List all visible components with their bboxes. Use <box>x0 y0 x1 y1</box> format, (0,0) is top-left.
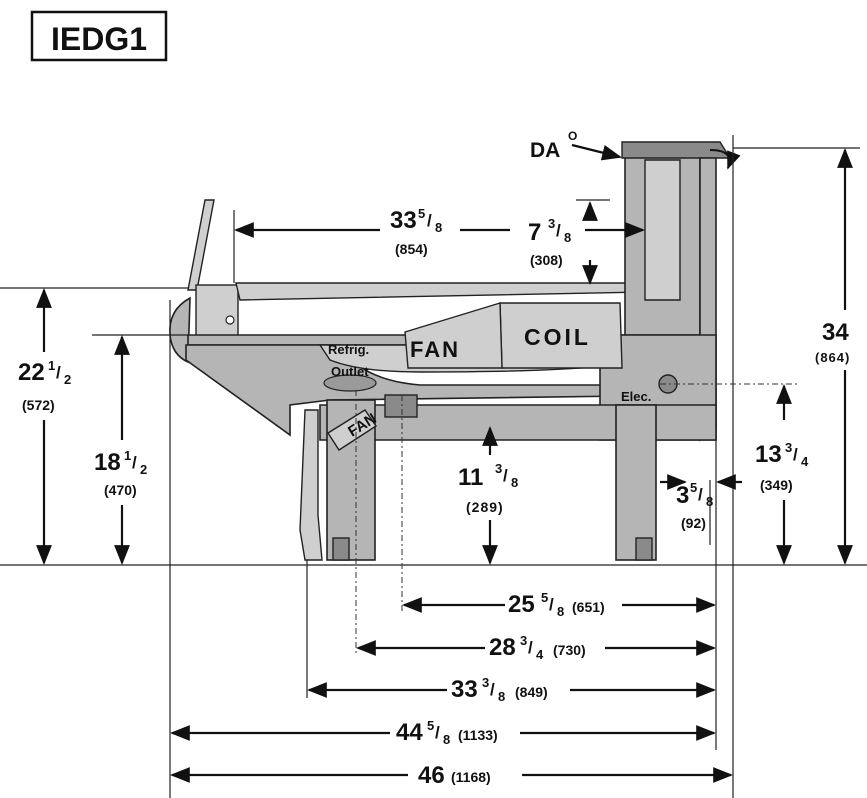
svg-text:(289): (289) <box>466 499 504 515</box>
svg-text:3: 3 <box>548 216 555 231</box>
svg-text:5: 5 <box>690 480 697 495</box>
svg-text:18: 18 <box>94 449 121 476</box>
svg-text:/: / <box>698 485 703 504</box>
model-name: IEDG1 <box>51 21 147 57</box>
svg-text:5: 5 <box>418 206 425 221</box>
fan-label: FAN <box>410 337 460 362</box>
svg-text:3: 3 <box>676 482 689 509</box>
svg-text:(1168): (1168) <box>451 769 491 785</box>
dim-18-1-2: 18 1 / 2 (470) <box>94 448 147 498</box>
svg-text:13: 13 <box>755 441 782 468</box>
model-title: IEDG1 <box>30 10 168 62</box>
dim-25-5-8: 25 5 / 8 (651) <box>508 590 605 619</box>
coil-label: COIL <box>524 324 591 350</box>
svg-text:(864): (864) <box>815 350 850 365</box>
svg-text:(849): (849) <box>515 684 548 700</box>
svg-text:(730): (730) <box>553 642 586 658</box>
svg-text:44: 44 <box>396 719 423 746</box>
svg-text:8: 8 <box>511 475 518 490</box>
dim-28-3-4: 28 3 / 4 (730) <box>489 633 586 662</box>
svg-text:/: / <box>503 466 508 485</box>
dim-33-3-8: 33 3 / 8 (849) <box>451 675 548 704</box>
svg-text:2: 2 <box>140 462 147 477</box>
svg-text:(854): (854) <box>395 241 428 257</box>
refrig-label-1: Refrig. <box>328 342 369 357</box>
svg-text:/: / <box>528 638 533 657</box>
svg-text:8: 8 <box>435 220 442 235</box>
svg-text:3: 3 <box>482 675 489 690</box>
svg-text:8: 8 <box>564 230 571 245</box>
svg-text:11: 11 <box>458 464 483 491</box>
svg-text:(308): (308) <box>530 252 563 268</box>
svg-text:/: / <box>556 221 561 240</box>
svg-text:4: 4 <box>536 647 544 662</box>
svg-text:(1133): (1133) <box>458 727 498 743</box>
refrig-label-2: Outlet <box>331 364 369 379</box>
svg-text:8: 8 <box>557 604 564 619</box>
dim-46: 46 (1168) <box>418 762 491 789</box>
svg-text:33: 33 <box>390 207 417 234</box>
dim-3-5-8: 3 5 / 8 (92) <box>676 480 713 531</box>
svg-text:/: / <box>56 363 61 382</box>
svg-text:1: 1 <box>48 358 55 373</box>
svg-text:(651): (651) <box>572 599 605 615</box>
case-body <box>169 141 732 561</box>
svg-text:25: 25 <box>508 591 535 618</box>
elec-label: Elec. <box>621 389 651 404</box>
svg-text:33: 33 <box>451 676 478 703</box>
svg-text:1: 1 <box>124 448 131 463</box>
svg-text:(349): (349) <box>760 477 793 493</box>
dim-11-3-8: 11 3 / 8 (289) <box>458 461 518 515</box>
svg-text:2: 2 <box>64 372 71 387</box>
svg-text:/: / <box>490 680 495 699</box>
svg-text:5: 5 <box>541 590 548 605</box>
svg-text:7: 7 <box>528 219 541 246</box>
dim-44-5-8: 44 5 / 8 (1133) <box>396 718 498 747</box>
svg-text:22: 22 <box>18 359 45 386</box>
svg-text:(572): (572) <box>22 397 55 413</box>
svg-text:/: / <box>793 445 798 464</box>
da-superscript: O <box>568 129 577 143</box>
svg-text:34: 34 <box>822 319 849 346</box>
dim-34: 34 (864) <box>815 319 850 365</box>
dim-13-3-4: 13 3 / 4 (349) <box>755 440 809 493</box>
svg-text:5: 5 <box>427 718 434 733</box>
dim-22-1-2: 22 1 / 2 (572) <box>18 358 71 413</box>
svg-text:3: 3 <box>520 633 527 648</box>
dim-33-5-8-top: 33 5 / 8 (854) <box>390 206 442 257</box>
svg-text:3: 3 <box>785 440 792 455</box>
svg-text:8: 8 <box>498 689 505 704</box>
da-label: DA <box>530 139 560 162</box>
dim-7-3-8: 7 3 / 8 (308) <box>528 216 571 268</box>
svg-text:4: 4 <box>801 454 809 469</box>
svg-text:(470): (470) <box>104 482 137 498</box>
svg-text:(92): (92) <box>681 515 706 531</box>
svg-text:46: 46 <box>418 762 445 789</box>
svg-text:8: 8 <box>706 494 713 509</box>
svg-text:8: 8 <box>443 732 450 747</box>
svg-text:/: / <box>132 453 137 472</box>
svg-text:/: / <box>549 595 554 614</box>
svg-text:28: 28 <box>489 634 516 661</box>
svg-text:/: / <box>427 211 432 230</box>
svg-text:/: / <box>435 723 440 742</box>
da-indicator: DA O <box>530 129 741 170</box>
svg-text:3: 3 <box>495 461 502 476</box>
